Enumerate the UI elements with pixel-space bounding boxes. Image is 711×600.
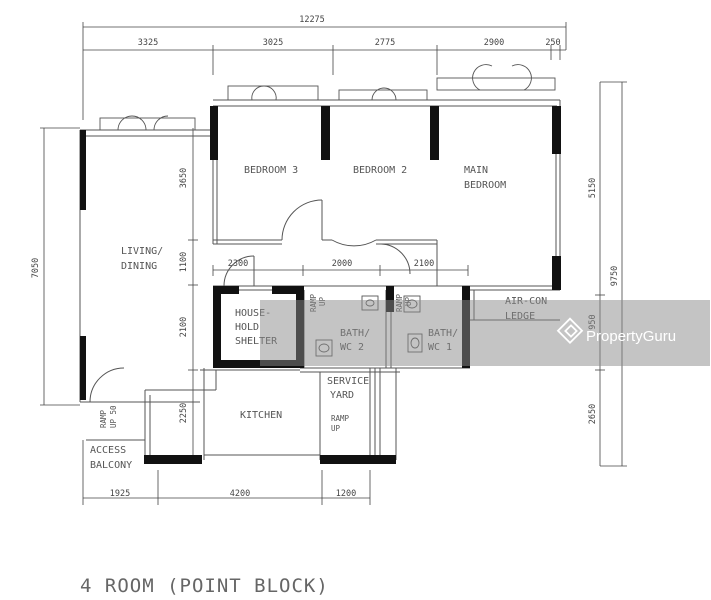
room-access-line1: ACCESS	[90, 445, 126, 456]
room-main-bedroom-line2: BEDROOM	[464, 180, 506, 191]
room-main-bedroom-line1: MAIN	[464, 165, 488, 176]
dimension-labels: 12275 3325 3025 2775 2900 250 7050 3650 …	[31, 15, 620, 499]
room-shelter-line3: SHELTER	[235, 336, 278, 347]
room-shelter-line1: HOUSE-	[235, 308, 271, 319]
room-kitchen: KITCHEN	[240, 410, 282, 421]
watermark: PropertyGuru	[260, 300, 710, 366]
room-living-line1: LIVING/	[121, 246, 163, 257]
room-shelter-line2: HOLD	[235, 322, 259, 333]
dim-right-seg-2: 2650	[588, 404, 598, 424]
ramp-c-line2: UP	[331, 424, 341, 433]
room-bedroom-2: BEDROOM 2	[353, 165, 407, 176]
dim-mid-3: 2100	[414, 259, 434, 269]
ramp-d-line1: RAMP	[99, 409, 108, 428]
dimension-lines	[40, 22, 627, 505]
dim-right-seg-1: 5150	[588, 178, 598, 198]
dim-left-seg-4: 2250	[179, 403, 189, 423]
room-access-line2: BALCONY	[90, 460, 132, 471]
dim-left-seg-2: 1100	[179, 252, 189, 272]
ramp-c-line1: RAMP	[331, 414, 350, 423]
dim-left-total: 7050	[31, 258, 41, 278]
dim-top-4: 2900	[484, 38, 504, 48]
room-living-line2: DINING	[121, 261, 157, 272]
dim-mid-2: 2000	[332, 259, 352, 269]
ramp-d-line2: UP 50	[109, 405, 118, 428]
dim-top-2: 3025	[263, 38, 283, 48]
windows	[99, 64, 556, 131]
dim-bottom-1: 1925	[110, 489, 130, 499]
dim-left-seg-3: 2100	[179, 317, 189, 337]
dim-overall-width: 12275	[299, 15, 325, 25]
dim-right-total: 9750	[610, 266, 620, 286]
dim-top-3: 2775	[375, 38, 395, 48]
plan-title: 4 ROOM (POINT BLOCK)	[80, 575, 329, 597]
wall-outlines	[79, 99, 561, 460]
dim-top-5: 250	[545, 38, 560, 48]
room-service-line1: SERVICE	[327, 376, 369, 387]
dim-top-1: 3325	[138, 38, 158, 48]
dim-left-seg-1: 3650	[179, 168, 189, 188]
propertyguru-logo-icon	[556, 317, 584, 345]
dim-bottom-2: 4200	[230, 489, 250, 499]
room-bedroom-3: BEDROOM 3	[244, 165, 298, 176]
dim-bottom-3: 1200	[336, 489, 356, 499]
watermark-text: PropertyGuru	[586, 328, 676, 345]
room-service-line2: YARD	[330, 390, 354, 401]
dim-mid-1: 2300	[228, 259, 248, 269]
